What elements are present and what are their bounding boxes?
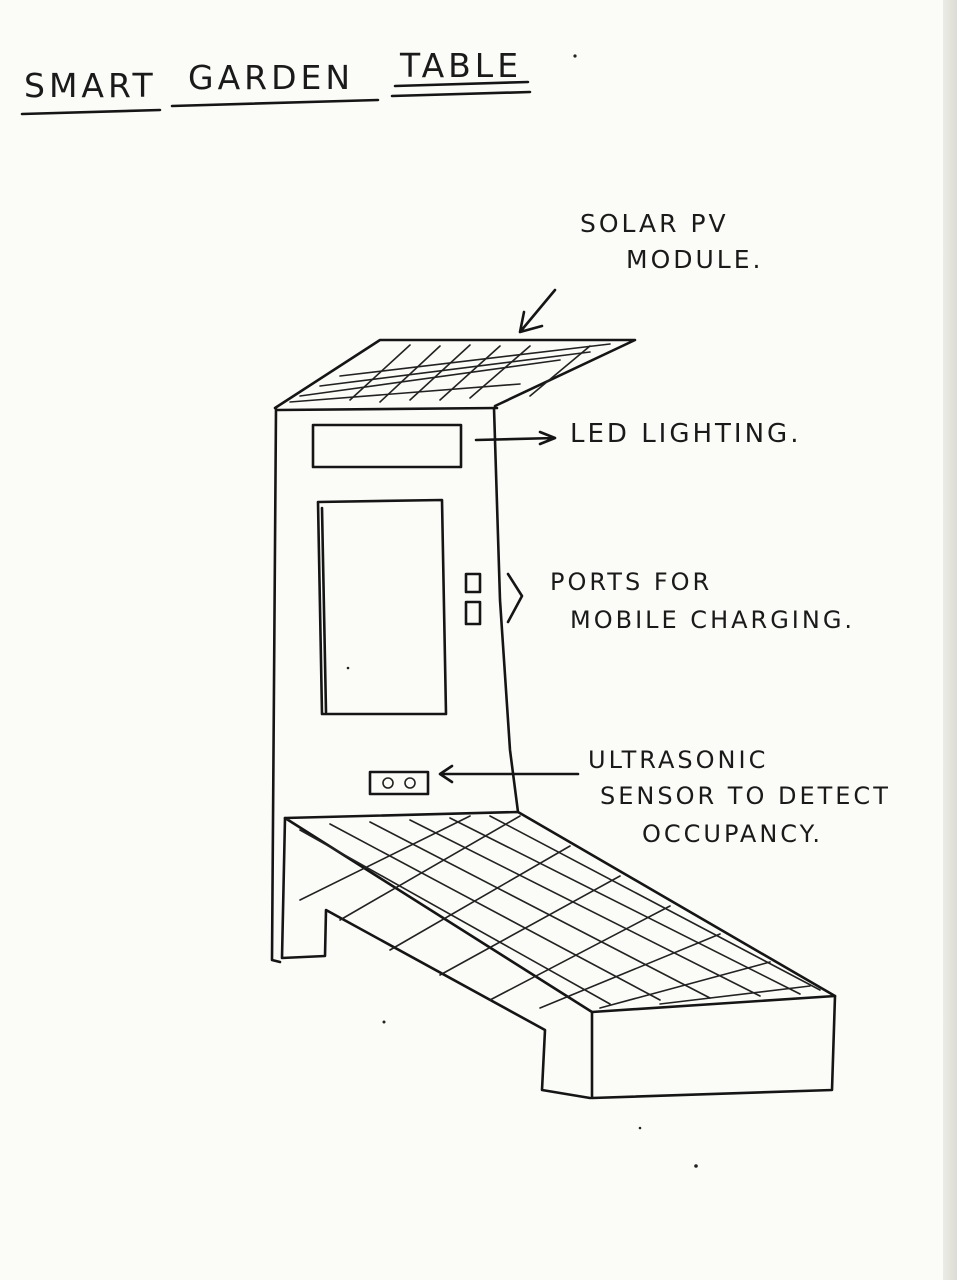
speck bbox=[573, 54, 576, 57]
speck bbox=[639, 1127, 642, 1130]
arrow-solar bbox=[520, 290, 555, 332]
sensor-eye-right bbox=[405, 778, 415, 788]
speck bbox=[694, 1164, 698, 1168]
speck bbox=[347, 667, 350, 670]
screen-panel bbox=[318, 500, 446, 714]
usb-port-1 bbox=[466, 574, 480, 592]
arrow-led bbox=[476, 432, 555, 444]
main-column bbox=[272, 408, 522, 962]
underline-smart bbox=[22, 110, 160, 114]
arrow-sensor bbox=[440, 766, 578, 782]
ultrasonic-sensor bbox=[370, 772, 428, 794]
solar-panel bbox=[275, 340, 635, 410]
sensor-eye-left bbox=[383, 778, 393, 788]
bench bbox=[282, 812, 835, 1098]
ports-brace bbox=[508, 574, 522, 622]
speck bbox=[383, 1021, 386, 1024]
underline-table bbox=[392, 92, 530, 96]
underline-table-2 bbox=[395, 82, 528, 86]
underline-garden bbox=[172, 100, 378, 106]
led-light-box bbox=[313, 425, 461, 467]
usb-port-2 bbox=[466, 602, 480, 624]
